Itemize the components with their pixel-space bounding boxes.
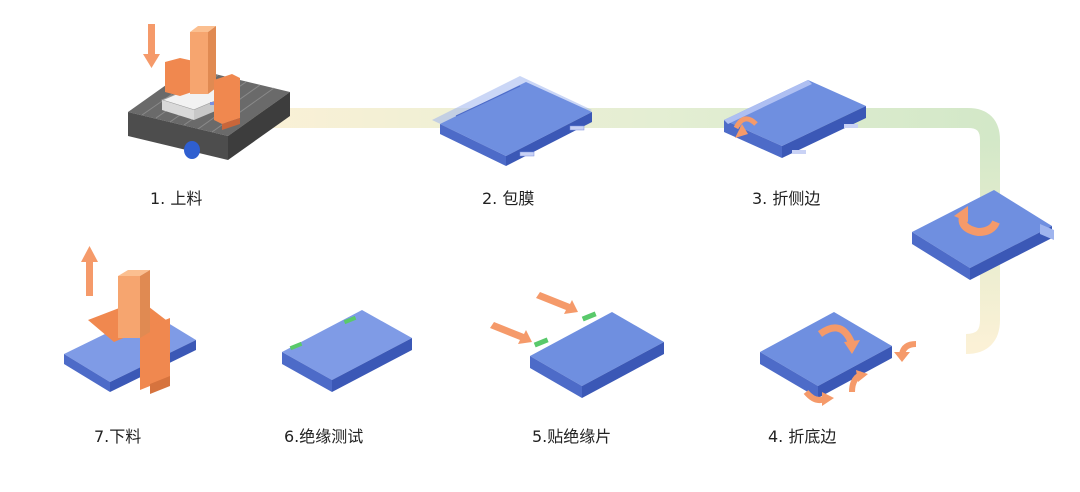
step-6-insulation-test-illustration	[282, 310, 412, 392]
curved-arrow-icon	[733, 116, 758, 138]
step-label: 6.绝缘测试	[284, 427, 363, 446]
up-arrow-icon	[81, 246, 98, 296]
curved-arrow-icon	[803, 389, 834, 406]
step-3-fold-side-illustration	[724, 80, 866, 158]
flow-path	[185, 108, 1000, 354]
step-label: 3. 折侧边	[752, 189, 820, 208]
transition-fold-illustration	[912, 190, 1054, 280]
step-1-loading-illustration	[128, 24, 290, 160]
step-label: 5.贴绝缘片	[532, 427, 611, 446]
rotate-arrow-icon	[954, 206, 1000, 237]
right-arrow-icon	[536, 292, 578, 314]
step-label: 1. 上料	[150, 189, 202, 208]
down-arrow-icon	[143, 24, 160, 68]
step-7-unloading-illustration	[64, 246, 196, 394]
right-arrow-icon	[490, 322, 532, 344]
step-2-film-wrap-illustration	[432, 76, 592, 166]
return-arrow-icon	[894, 341, 917, 362]
step-label: 2. 包膜	[482, 189, 534, 208]
step-5-insulation-sheet-illustration	[490, 292, 664, 398]
step-label: 7.下料	[94, 427, 141, 446]
step-labels: 1. 上料 2. 包膜 3. 折侧边 4. 折底边 5.贴绝缘片 6.绝缘测试 …	[94, 189, 836, 446]
step-label: 4. 折底边	[768, 427, 836, 446]
step-4-fold-bottom-illustration	[760, 312, 917, 406]
curved-arrow-icon	[849, 370, 868, 393]
rotate-arrow-icon	[817, 324, 860, 354]
